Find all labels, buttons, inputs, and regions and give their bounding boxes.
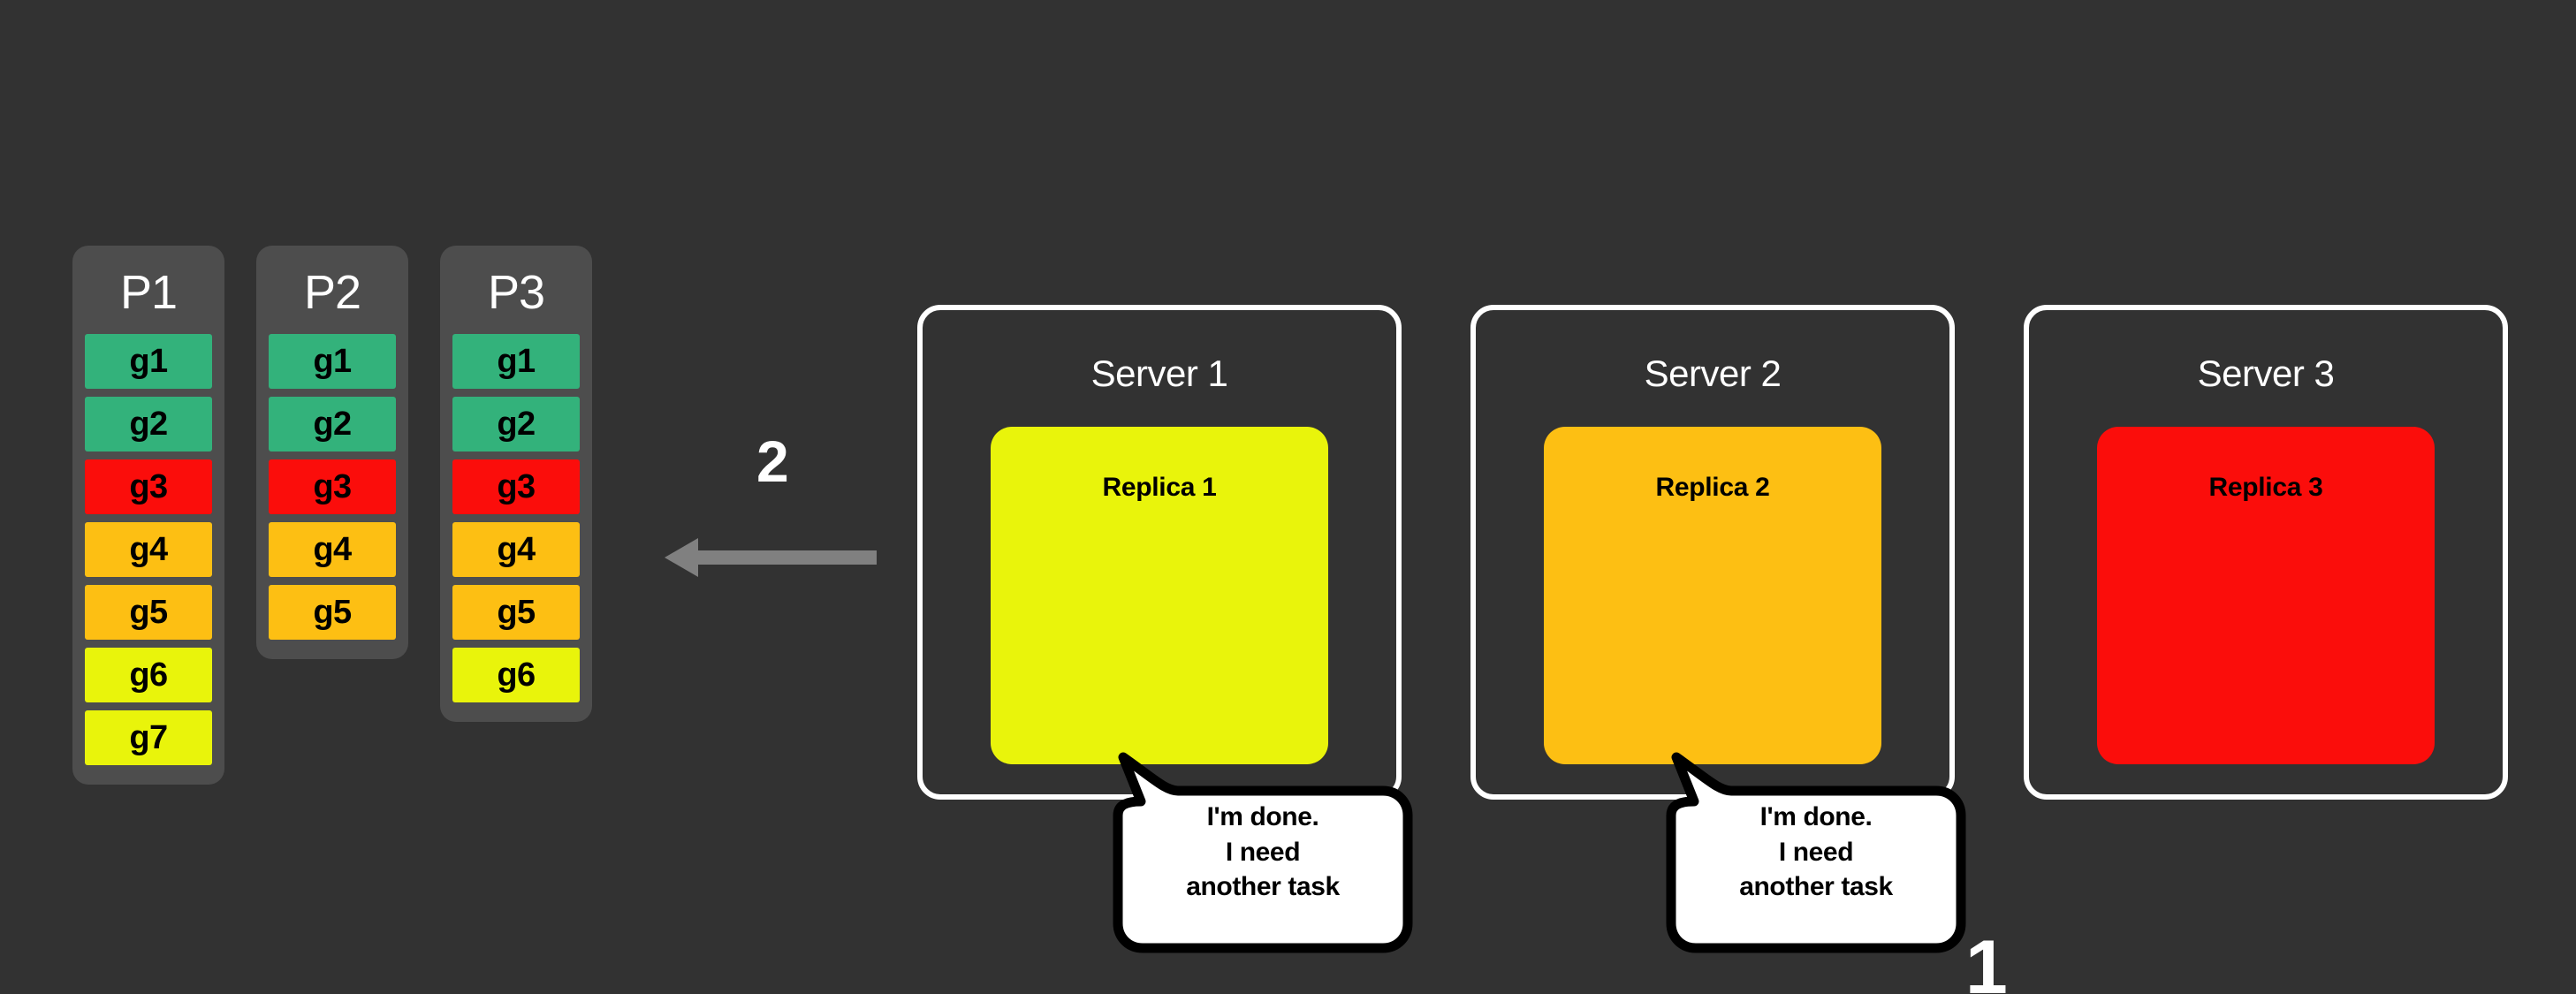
server-title: Server 2	[1644, 353, 1782, 394]
speech-bubble-server-2: I'm done. I need another task	[1666, 747, 1966, 954]
task-block: g1	[269, 334, 396, 389]
speech-bubble-text: I'm done. I need another task	[1186, 802, 1340, 902]
server-card-3: Server 3 Replica 3	[2024, 305, 2508, 800]
partition-title: P3	[487, 266, 545, 319]
speech-bubble-server-1: I'm done. I need another task	[1113, 747, 1413, 954]
speech-bubble-text: I'm done. I need another task	[1739, 802, 1893, 902]
task-block: g7	[85, 710, 212, 765]
task-block: g6	[85, 648, 212, 702]
server-card-1: Server 1 Replica 1	[917, 305, 1402, 800]
server-card-2: Server 2 Replica 2	[1470, 305, 1955, 800]
partition-column-p3: P3 g1 g2 g3 g4 g5 g6	[440, 246, 592, 722]
task-block: g2	[85, 397, 212, 451]
task-block: g4	[269, 522, 396, 577]
step-number-1: 1	[1965, 925, 2008, 994]
speech-bubble-icon	[1113, 752, 1413, 953]
partition-column-p2: P2 g1 g2 g3 g4 g5	[256, 246, 408, 659]
server-title: Server 3	[2197, 353, 2335, 394]
replica-box-3: Replica 3	[2097, 427, 2435, 764]
partition-column-p1: P1 g1 g2 g3 g4 g5 g6 g7	[72, 246, 224, 785]
partition-title: P2	[303, 266, 361, 319]
task-block: g1	[85, 334, 212, 389]
replica-label: Replica 3	[2208, 473, 2323, 502]
replica-box-1: Replica 1	[991, 427, 1328, 764]
task-block: g6	[452, 648, 580, 702]
partition-title: P1	[119, 266, 178, 319]
replica-label: Replica 2	[1655, 473, 1770, 502]
task-block: g5	[452, 585, 580, 640]
replica-label: Replica 1	[1102, 473, 1217, 502]
task-block: g3	[269, 459, 396, 514]
step-number-2: 2	[756, 429, 789, 494]
task-block: g5	[269, 585, 396, 640]
arrow-left-icon	[665, 538, 877, 577]
server-title: Server 1	[1090, 353, 1228, 394]
server-group: Server 1 Replica 1 Server 2 Replica 2 Se…	[917, 305, 2508, 800]
task-block: g5	[85, 585, 212, 640]
partition-group: P1 g1 g2 g3 g4 g5 g6 g7 P2 g1 g2 g3 g4 g…	[72, 246, 592, 785]
task-block: g4	[452, 522, 580, 577]
replica-box-2: Replica 2	[1544, 427, 1881, 764]
task-block: g1	[452, 334, 580, 389]
task-block: g4	[85, 522, 212, 577]
task-block: g2	[452, 397, 580, 451]
task-block: g3	[85, 459, 212, 514]
step-two-arrow-group: 2	[665, 432, 877, 577]
speech-bubble-icon	[1666, 752, 1966, 953]
task-block: g3	[452, 459, 580, 514]
task-block: g2	[269, 397, 396, 451]
